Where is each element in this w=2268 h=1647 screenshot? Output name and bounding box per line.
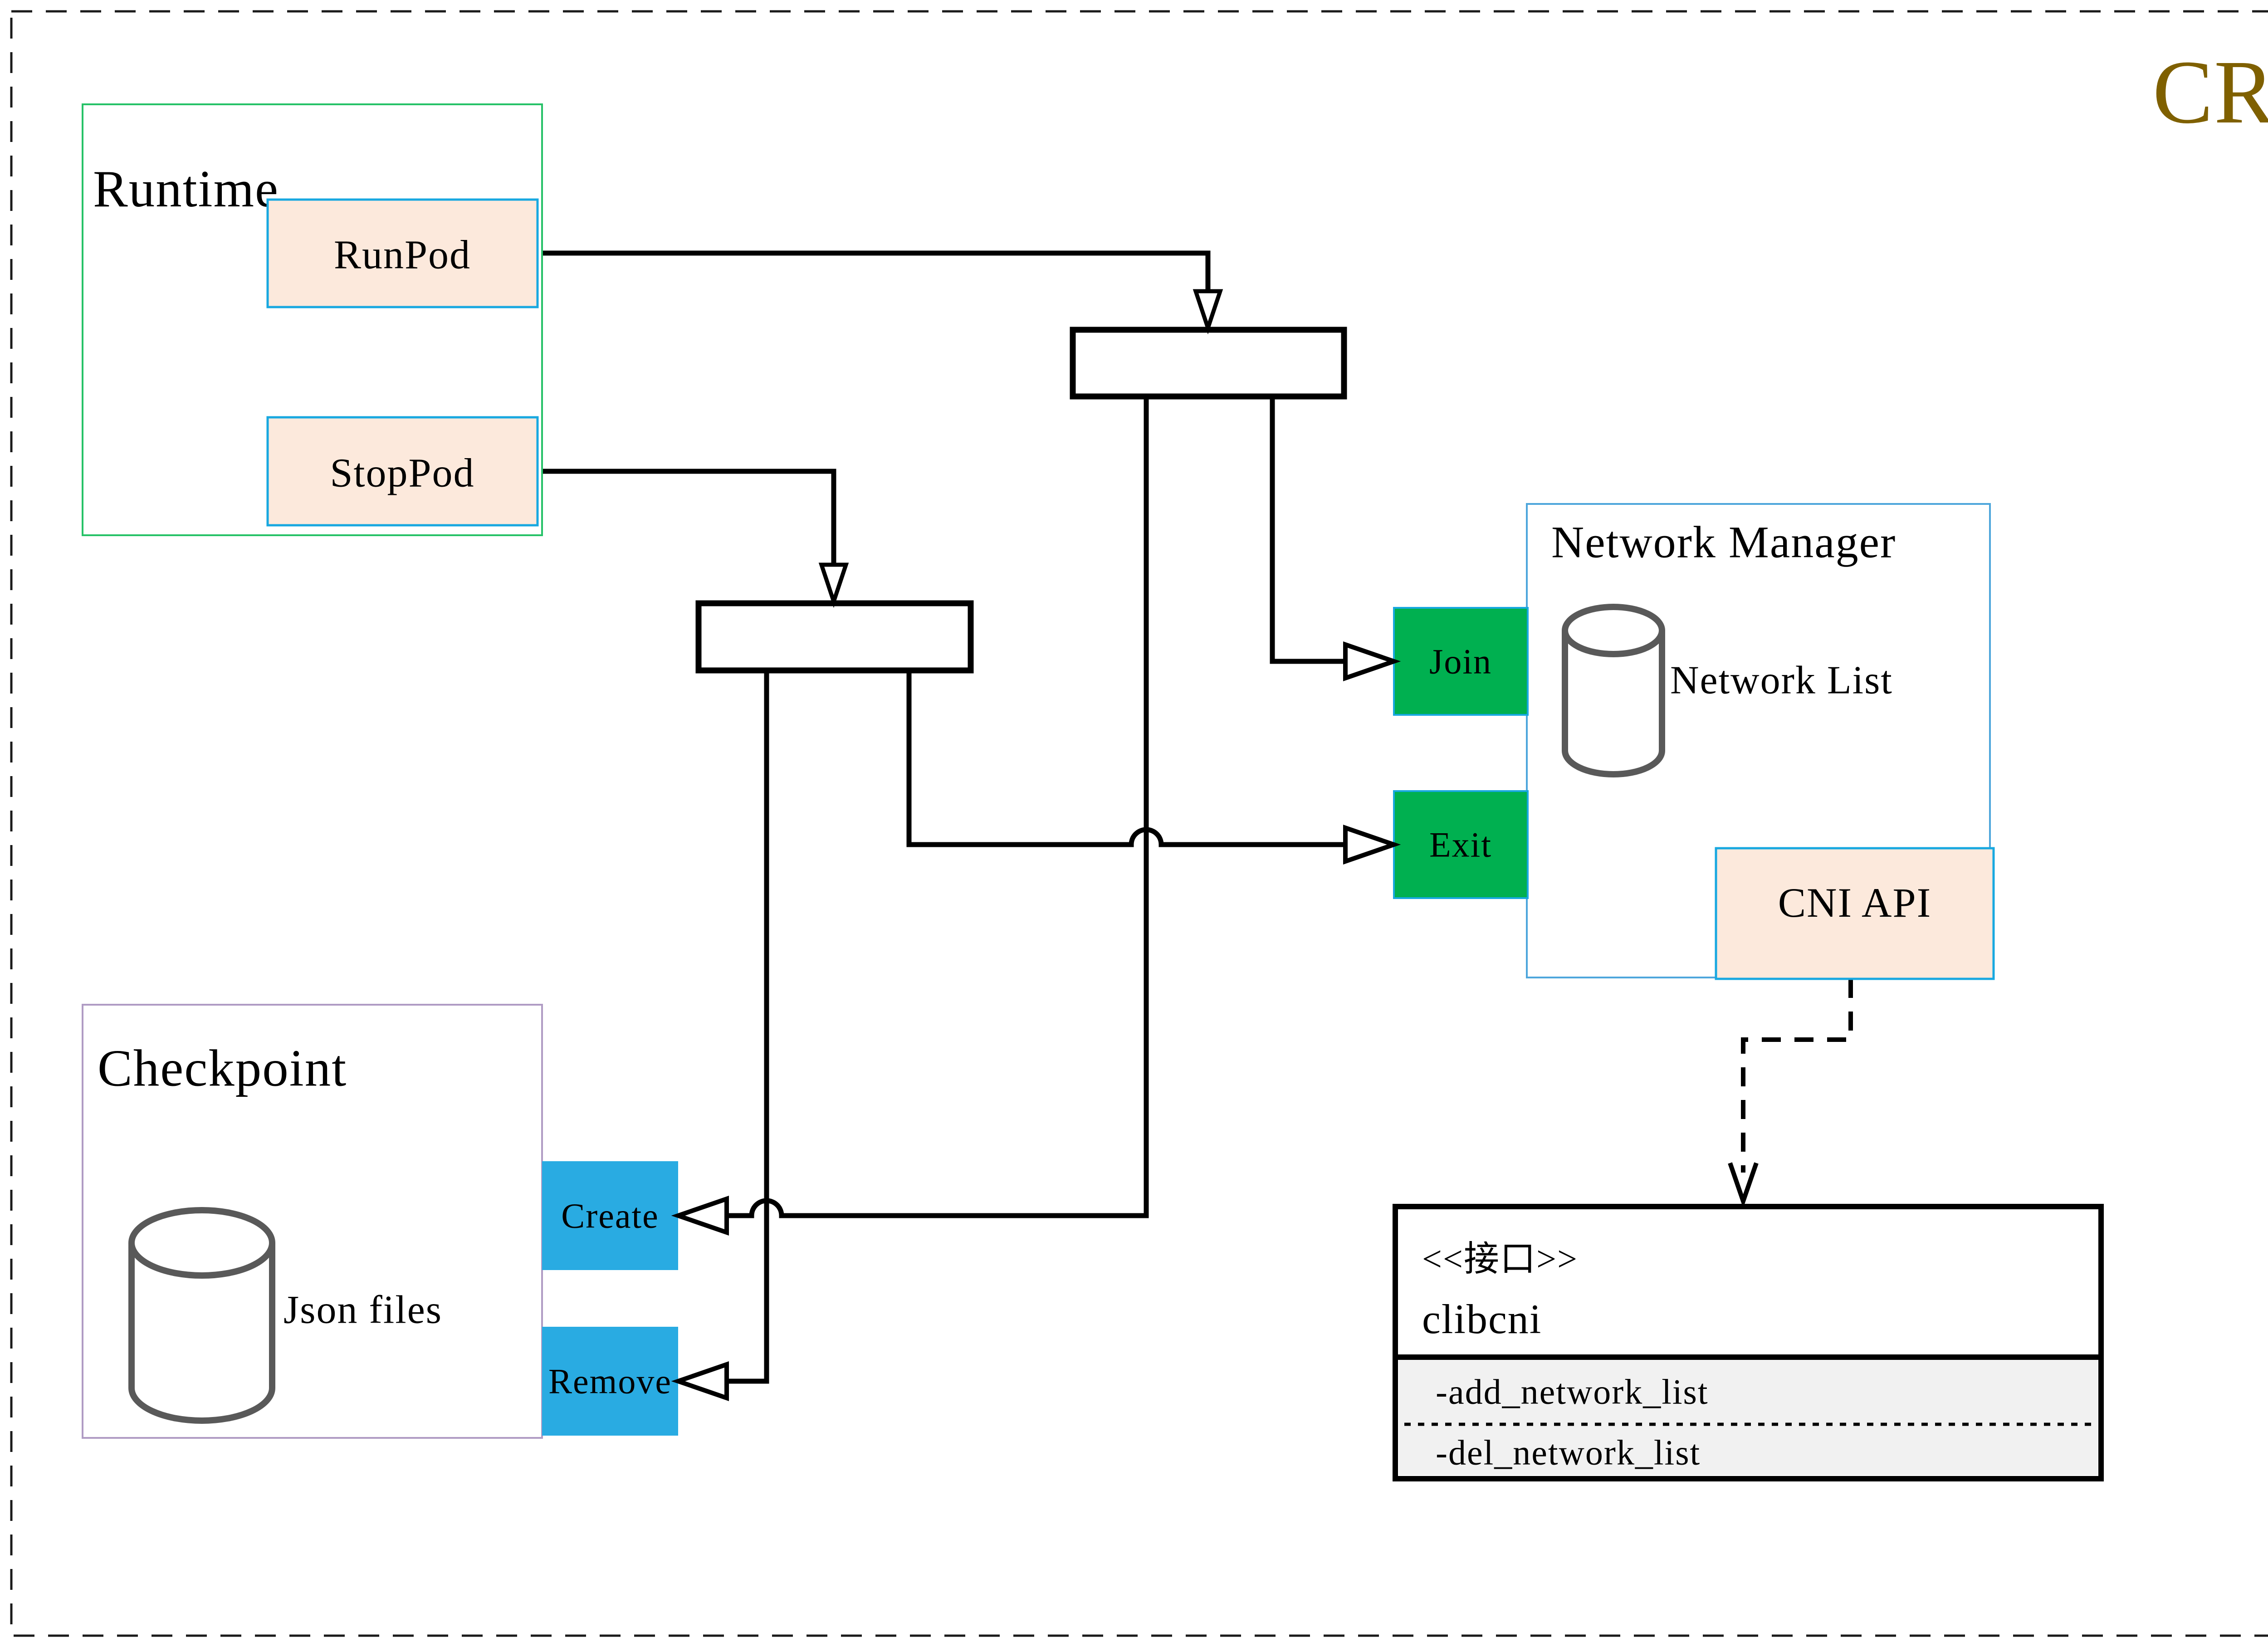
connector-junction-a-to-create [726, 396, 1149, 1218]
clibcni-methods-section [1399, 1359, 2097, 1475]
page-dashed-border [10, 10, 2268, 1637]
stoppod-label: StopPod [330, 451, 474, 496]
clibcni-stereotype: <<接口>> [1422, 1239, 1578, 1279]
runtime-group: Runtime RunPod StopPod [82, 103, 543, 536]
arrowhead-into-exit [1343, 824, 1401, 865]
stoppod-node [266, 416, 539, 527]
join-node [1393, 607, 1529, 716]
runpod-label: RunPod [334, 233, 471, 278]
runtime-title: Runtime [93, 160, 279, 218]
connector-junction-b-to-exit [906, 670, 1346, 847]
arrowhead-into-create [671, 1195, 729, 1236]
exit-node [1393, 790, 1529, 899]
cni-api-node [1715, 847, 1995, 980]
junction-bar-runpod [1070, 327, 1347, 400]
cri-title: CRI [2153, 42, 2268, 142]
network-list-label: Network List [1670, 659, 1893, 703]
join-label: Join [1429, 642, 1492, 681]
json-files-cylinder-icon [128, 1207, 275, 1424]
checkpoint-group: Checkpoint Json files Create Remove [82, 1004, 678, 1439]
connector-junction-b-to-remove [726, 670, 769, 1384]
arrowhead-into-junction-a [1193, 289, 1223, 335]
create-label: Create [561, 1196, 659, 1236]
connector-layer [538, 250, 1346, 1384]
remove-label: Remove [548, 1362, 672, 1401]
runpod-node [266, 198, 539, 308]
connector-cniapi-to-clibcni-dashed [1741, 979, 1853, 1173]
exit-label: Exit [1429, 825, 1492, 865]
arrowhead-into-junction-b [818, 562, 849, 608]
clibcni-name: clibcni [1422, 1296, 1542, 1342]
arrowhead-into-join [1343, 641, 1401, 682]
create-node [542, 1161, 678, 1270]
checkpoint-title: Checkpoint [98, 1040, 347, 1097]
cni-api-label: CNI API [1778, 880, 1932, 926]
cylinder-top [1562, 604, 1665, 657]
remove-node [542, 1327, 678, 1436]
connector-stoppod-to-junction-b [538, 469, 836, 564]
network-manager-title: Network Manager [1551, 517, 1896, 567]
connector-junction-a-to-join [1270, 396, 1346, 664]
network-manager-group: Network Manager Network List Join Exit C… [1393, 503, 1995, 980]
network-list-cylinder-icon [1562, 604, 1665, 777]
open-arrowhead-clibcni [1728, 1162, 1759, 1208]
clibcni-method-del: -del_network_list [1436, 1433, 1701, 1472]
cylinder-body [128, 1243, 275, 1424]
connector-runpod-to-junction-a [538, 250, 1211, 290]
junction-bar-stoppod [695, 600, 974, 674]
cylinder-top [128, 1207, 275, 1279]
clibcni-method-add: -add_network_list [1436, 1372, 1709, 1412]
clibcni-interface-class: <<接口>> clibcni -add_network_list -del_ne… [1393, 1204, 2104, 1481]
arrowhead-into-remove [671, 1361, 729, 1402]
json-files-label: Json files [284, 1288, 442, 1332]
cylinder-body [1562, 630, 1665, 777]
